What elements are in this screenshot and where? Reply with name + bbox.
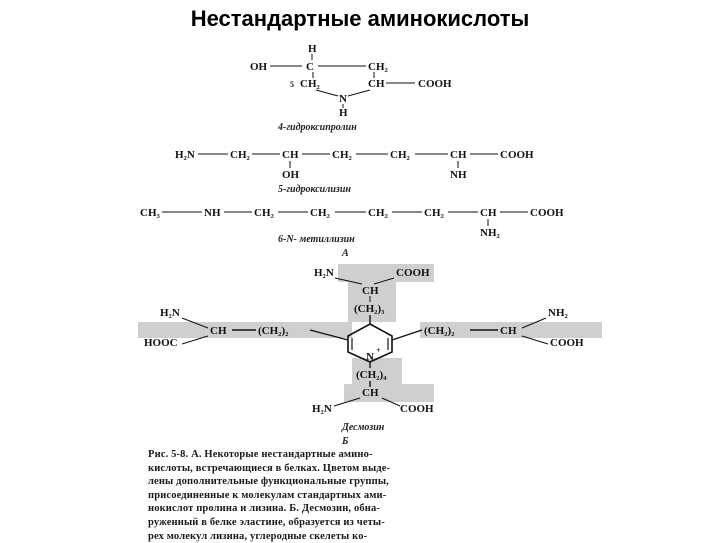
svg-text:+: +	[376, 346, 381, 355]
ds-right-cooh: COOH	[550, 337, 584, 349]
ml-ch2-b: CH₂	[310, 207, 331, 219]
ds-bottom-cooh: COOH	[400, 403, 434, 415]
hp-ch2-right: CH₂	[368, 61, 389, 73]
hl-nh2: NH	[450, 169, 467, 181]
ml-ch3: CH₃	[140, 207, 161, 219]
hp-ch2-left: CH₂	[300, 78, 321, 90]
hl-oh: OH	[282, 169, 300, 181]
caption-line: присоединенные к молекулам стандартных а…	[148, 489, 387, 501]
caption-line: руженный в белке эластине, образуется из…	[148, 516, 385, 528]
caption-line: нокислот пролина и лизина. Б. Десмозин, …	[148, 503, 381, 515]
ds-name: Десмозин	[341, 422, 385, 433]
ds-right-chain: (CH₂)₂	[424, 325, 455, 337]
hl-ch2-a: CH₂	[230, 149, 251, 161]
hp-h-top: H	[308, 43, 317, 55]
hl-name: 5-гидроксилизин	[278, 184, 351, 195]
caption-line: рех молекул лизина, углеродные скелеты к…	[148, 530, 368, 542]
ml-ch2-d: CH₂	[424, 207, 445, 219]
svg-text:5: 5	[290, 80, 294, 89]
ds-bottom-ch: CH	[362, 387, 379, 399]
hl-ch: CH	[450, 149, 467, 161]
hp-oh: OH	[250, 61, 268, 73]
chemical-structures-figure: H OH C CH₂ 5 CH₂ CH COOH N H 4-гидроксип…	[130, 40, 610, 540]
ds-left-h2n: H₂N	[160, 307, 180, 319]
ds-left-ch: CH	[210, 325, 227, 337]
ds-bottom-chain: (CH₂)₄	[356, 369, 387, 381]
ds-left-chain: (CH₂)₂	[258, 325, 289, 337]
caption-line: кислоты, встречающиеся в белках. Цветом …	[148, 462, 391, 474]
hp-ch: CH	[368, 78, 385, 90]
hydroxylysine-structure: H₂N CH₂ CH CH₂ CH₂ CH COOH OH NH 5-гидро…	[175, 149, 534, 195]
ml-nh: NH	[204, 207, 221, 219]
hp-cooh: COOH	[418, 78, 452, 90]
ds-top-h2n: H₂N	[314, 267, 334, 279]
ds-top-ch: CH	[362, 285, 379, 297]
ds-left-cooh: HOOC	[144, 337, 178, 349]
ds-bottom-h2n: H₂N	[312, 403, 332, 415]
methyllysine-structure: CH₃ NH CH₂ CH₂ CH₂ CH₂ CH COOH NH₂ 6-N- …	[140, 207, 564, 259]
hl-h2n: H₂N	[175, 149, 195, 161]
ml-name: 6-N- метиллизин	[278, 234, 355, 245]
ds-ring-n: N	[366, 351, 374, 363]
ml-ch2-a: CH₂	[254, 207, 275, 219]
hp-c4: C	[306, 61, 314, 73]
hl-cooh: COOH	[500, 149, 534, 161]
hl-ch2-b: CH₂	[332, 149, 353, 161]
ds-right-ch: CH	[500, 325, 517, 337]
ml-cooh: COOH	[530, 207, 564, 219]
hl-ch2-c: CH₂	[390, 149, 411, 161]
label-a: А	[341, 248, 349, 259]
hp-n: N	[339, 93, 347, 105]
ds-right-nh2: NH₂	[548, 307, 569, 319]
caption-line: Рис. 5-8. А. Некоторые нестандартные ами…	[148, 449, 373, 460]
structures-svg: H OH C CH₂ 5 CH₂ CH COOH N H 4-гидроксип…	[138, 43, 602, 447]
caption-line: лены дополнительные функциональные групп…	[148, 476, 389, 488]
ml-ch2-c: CH₂	[368, 207, 389, 219]
hp-h-bottom: H	[339, 107, 348, 119]
desmosine-structure: H₂N COOH CH (CH₂)₃ H₂N CH (CH₂)₂ HOOC (C…	[138, 264, 602, 447]
hp-name: 4-гидроксипролин	[277, 122, 357, 133]
ml-ch: CH	[480, 207, 497, 219]
page-title: Нестандартные аминокислоты	[190, 6, 530, 31]
figure-caption: Рис. 5-8. А. Некоторые нестандартные ами…	[148, 448, 563, 543]
ds-top-chain: (CH₂)₃	[354, 303, 385, 315]
ml-nh2: NH₂	[480, 227, 501, 239]
hydroxyproline-structure: H OH C CH₂ 5 CH₂ CH COOH N H 4-гидроксип…	[250, 43, 452, 133]
hl-ch-oh: CH	[282, 149, 299, 161]
label-b: Б	[341, 436, 349, 447]
ds-top-cooh: COOH	[396, 267, 430, 279]
